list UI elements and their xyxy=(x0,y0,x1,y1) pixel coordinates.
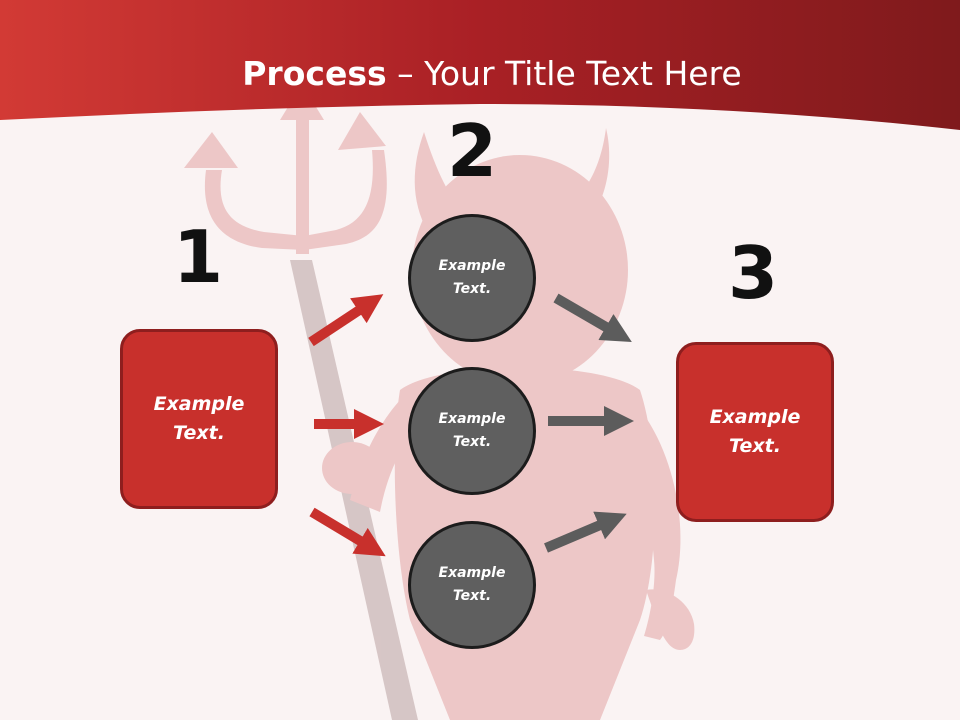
arrow-left-to-circle-3 xyxy=(309,507,386,557)
step-3-box: Example Text. xyxy=(676,342,834,522)
step-number-1: 1 xyxy=(172,215,224,299)
step-3-text: Example Text. xyxy=(709,406,801,457)
step-2-circle-bottom: Example Text. xyxy=(408,521,536,649)
title-rest: – Your Title Text Here xyxy=(386,54,742,93)
header-banner xyxy=(0,0,960,130)
arrow-circle-3-to-right xyxy=(544,511,627,553)
step-2-circle-middle: Example Text. xyxy=(408,367,536,495)
circle-bottom-text: Example Text. xyxy=(438,565,506,604)
arrow-left-to-circle-1 xyxy=(308,294,384,347)
arrow-circle-1-to-right xyxy=(553,293,632,343)
step-number-3: 3 xyxy=(727,231,779,315)
circle-middle-text: Example Text. xyxy=(438,411,506,450)
step-1-text: Example Text. xyxy=(153,393,245,444)
step-2-circle-top: Example Text. xyxy=(408,214,536,342)
slide-title: Process – Your Title Text Here xyxy=(0,52,960,96)
title-bold: Process xyxy=(242,54,387,93)
step-number-2: 2 xyxy=(446,109,498,193)
circle-top-text: Example Text. xyxy=(438,258,506,297)
step-1-box: Example Text. xyxy=(120,329,278,509)
